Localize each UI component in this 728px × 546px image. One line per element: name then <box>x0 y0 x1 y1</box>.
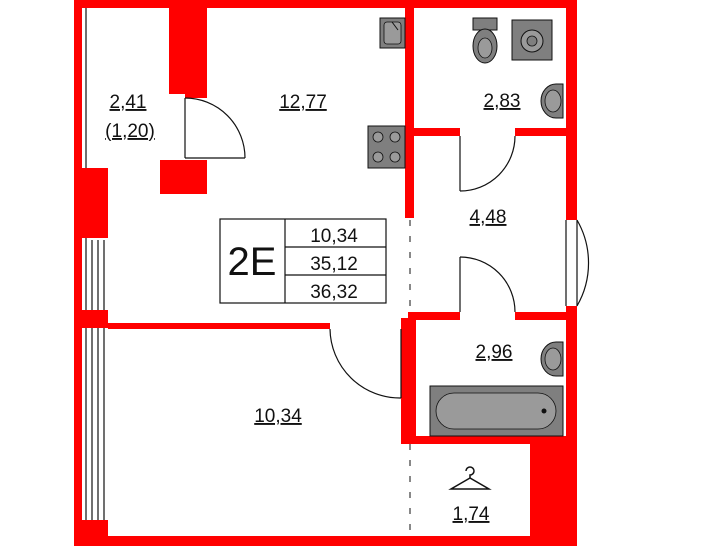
balcony-reduced-area-label: (1,20) <box>105 121 155 142</box>
hanger-icon <box>448 466 492 490</box>
living-area-value: 10,34 <box>310 226 358 247</box>
total-area-value: 35,12 <box>310 254 358 275</box>
washbasin-icon <box>540 341 564 377</box>
kitchen-area-label: 12,77 <box>279 92 327 113</box>
balcony-area-label: 2,41 <box>110 92 147 113</box>
sink-icon <box>379 17 406 49</box>
washbasin-icon <box>540 83 564 119</box>
bedroom-area-label: 10,34 <box>254 406 302 427</box>
walls <box>74 0 577 546</box>
toilet-icon <box>472 17 498 64</box>
balcony-glazing <box>79 6 105 540</box>
closet-area-label: 1,74 <box>453 504 490 525</box>
toilet-area-label: 2,83 <box>484 91 521 112</box>
stove-icon <box>367 125 406 169</box>
washing-machine-icon <box>511 19 553 61</box>
bathroom-area-label: 2,96 <box>476 342 513 363</box>
apartment-legend: 2E 10,34 35,12 36,32 <box>219 218 387 304</box>
apartment-type: 2E <box>228 240 277 284</box>
total-area-with-balcony-value: 36,32 <box>310 282 358 303</box>
bathtub-icon <box>429 385 564 437</box>
hall-area-label: 4,48 <box>470 207 507 228</box>
doors <box>184 97 590 399</box>
